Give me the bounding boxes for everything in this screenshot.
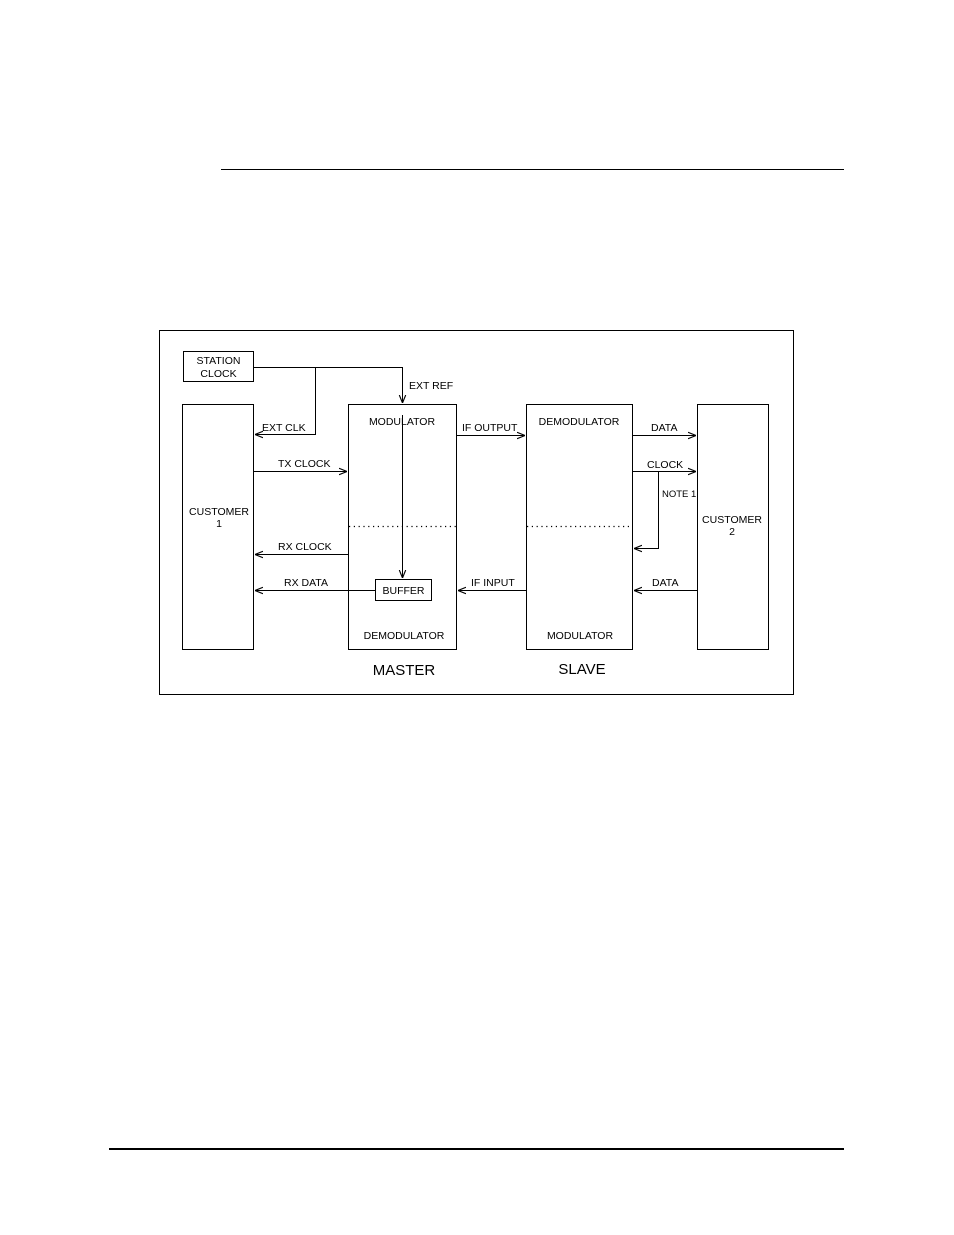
ext-clk-label: EXT CLK xyxy=(262,422,306,434)
rx-clock-label: RX CLOCK xyxy=(278,541,332,553)
ext-ref-line xyxy=(254,367,403,403)
data-in-label: DATA xyxy=(652,577,678,589)
customer2-label-1: CUSTOMER xyxy=(702,514,762,526)
master-box xyxy=(348,404,457,650)
data-out-label: DATA xyxy=(651,422,677,434)
buffer-label: BUFFER xyxy=(383,585,425,597)
note1-label: NOTE 1 xyxy=(662,489,696,500)
tx-clock-label: TX CLOCK xyxy=(278,458,331,470)
slave-title: SLAVE xyxy=(558,661,605,678)
customer2-label-2: 2 xyxy=(729,526,735,538)
customer2-box xyxy=(697,404,769,650)
slave-modulator-label: MODULATOR xyxy=(547,630,614,642)
master-modulator-label: MODULATOR xyxy=(369,416,436,428)
station-clock-label-1: STATION xyxy=(197,355,241,367)
ext-clk-line xyxy=(255,367,316,435)
customer1-label-1: CUSTOMER xyxy=(189,506,249,518)
header-rule xyxy=(221,169,844,170)
clock-out-label: CLOCK xyxy=(647,459,683,471)
slave-box xyxy=(526,404,633,650)
customer1-label-2: 1 xyxy=(216,518,222,530)
footer-rule xyxy=(109,1148,844,1150)
station-clock-label-2: CLOCK xyxy=(200,368,236,380)
master-title: MASTER xyxy=(373,662,436,679)
master-demodulator-label: DEMODULATOR xyxy=(364,630,445,642)
rx-data-label: RX DATA xyxy=(284,577,328,589)
if-output-label: IF OUTPUT xyxy=(462,422,518,434)
diagram-frame xyxy=(159,330,794,695)
slave-demodulator-label: DEMODULATOR xyxy=(539,416,620,428)
station-clock-box xyxy=(183,351,254,382)
customer1-box xyxy=(182,404,254,650)
note1-loopback xyxy=(634,471,659,549)
buffer-box xyxy=(375,579,432,601)
if-input-label: IF INPUT xyxy=(471,577,515,589)
ext-ref-label: EXT REF xyxy=(409,380,453,392)
